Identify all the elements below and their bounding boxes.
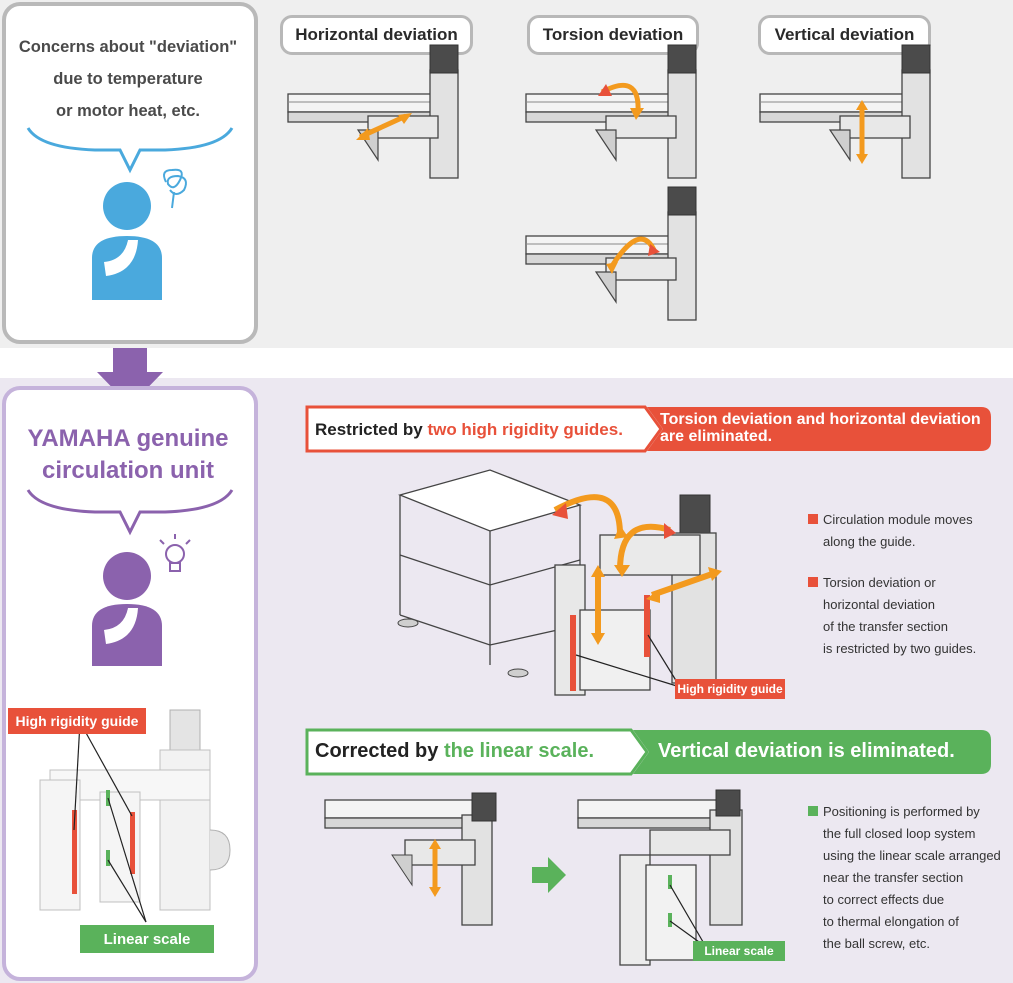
restricted-heading: Restricted by two high rigidity guides. [315,420,623,440]
guide-left-bar [570,615,576,691]
speech-bubble-tail [26,127,234,174]
corrected-prefix: Corrected by [315,740,444,762]
note-line: Circulation module moves [823,512,973,527]
note-bullet [808,806,818,816]
table-machine-diagram [397,469,722,696]
thinking-person-icon [92,182,162,300]
high-rigidity-guide-callout: High rigidity guide [675,679,785,699]
concern-line-1: Concerns about "deviation" [18,38,238,56]
horizontal-deviation-diagram [287,44,459,179]
note-line: Positioning is performed by [823,804,980,819]
concern-line-3: or motor heat, etc. [56,102,200,120]
restricted-note-1: Circulation module moves along the guide… [808,509,1008,553]
note-line: to correct effects due [823,892,945,907]
note-line: near the transfer section [823,870,964,885]
restricted-prefix: Restricted by [315,420,428,439]
down-arrow-icon [97,348,163,406]
yamaha-title-line-1: YAMAHA genuine [27,425,229,452]
restricted-banner-shape [305,405,991,453]
high-rigidity-guide-tag: High rigidity guide [8,708,146,734]
confusion-scribble-icon [163,168,187,209]
note-line: the ball screw, etc. [823,936,930,951]
vertical-deviation-label: Vertical deviation [758,15,931,55]
restricted-highlight: two high rigidity guides. [427,420,623,439]
vertical-deviation-diagram [759,44,931,179]
linear-scale-mark-2 [106,850,110,866]
corrected-result: Vertical deviation is eliminated. [658,740,955,762]
restricted-result-line-1: Torsion deviation and horizontal deviati… [660,411,981,428]
restricted-result-line-2: are eliminated. [660,428,773,445]
speech-bubble-tail [26,489,234,536]
torsion-deviation-diagram [525,44,697,179]
yamaha-title-line-2: circulation unit [41,457,214,484]
right-arrow-icon [532,857,566,893]
high-rigidity-guide-right [130,812,135,874]
corrected-banner-shape [305,728,991,776]
guide-right-bar [644,595,650,657]
lightbulb-icon [159,534,191,572]
linear-scale-correction-diagram [324,789,743,966]
linear-scale-callout: Linear scale [693,941,785,961]
circulation-unit-diagram [39,709,231,923]
concern-line-2: due to temperature [53,70,203,88]
concern-illustration [26,127,234,300]
idea-person-icon [92,552,162,666]
note-line: using the linear scale arranged [823,848,1001,863]
note-line: is restricted by two guides. [823,641,977,656]
linear-scale-tag: Linear scale [80,925,214,953]
note-line: along the guide. [823,534,916,549]
yamaha-illustration [26,489,234,666]
before-correction-drawing [324,792,497,926]
note-bullet [808,577,818,587]
after-correction-drawing [577,789,743,966]
note-line: horizontal deviation [823,597,936,612]
torsion-deviation-diagram-2 [525,186,697,321]
corrected-heading: Corrected by the linear scale. [315,740,594,763]
note-line: Torsion deviation or [823,575,936,590]
corrected-note: Positioning is performed by the full clo… [808,801,1012,955]
deviation-drawings [287,44,931,321]
note-line: to thermal elongation of [823,914,959,929]
restricted-note-2: Torsion deviation or horizontal deviatio… [808,572,1008,660]
restricted-result: Torsion deviation and horizontal deviati… [660,411,981,445]
note-line: of the transfer section [823,619,949,634]
high-rigidity-guide-left [72,810,77,894]
note-line: the full closed loop system [823,826,976,841]
corrected-highlight: the linear scale. [443,740,595,762]
note-bullet [808,514,818,524]
